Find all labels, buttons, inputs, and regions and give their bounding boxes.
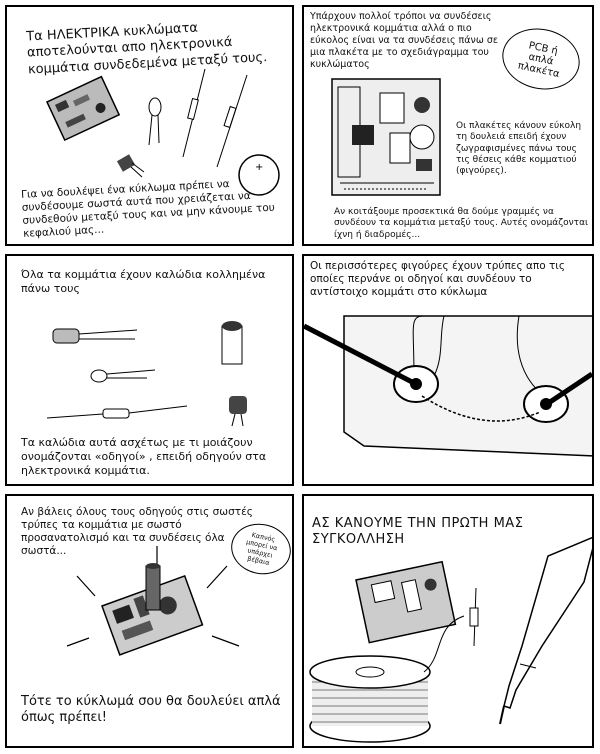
components-illustration: + — [46, 68, 280, 196]
panel-holes: Οι περισσότερες φιγούρες έχουν τρύπες απ… — [302, 254, 594, 486]
svg-text:+: + — [255, 162, 263, 173]
soldering-tools-illustration — [309, 536, 592, 743]
panel3-caption-top: Όλα τα κομμάτια έχουν καλώδια κολλημένα … — [21, 268, 266, 295]
panel5-caption-bottom: Τότε το κύκλωμά σου θα δουλεύει απλά όπω… — [21, 694, 281, 726]
panel-leads: Όλα τα κομμάτια έχουν καλώδια κολλημένα … — [5, 254, 294, 486]
panel2-caption-bottom: Αν κοιτάξουμε προσεκτικά θα δούμε γραμμέ… — [334, 207, 589, 240]
pcb-board-illustration — [331, 78, 441, 196]
panel-soldering: ΑΣ ΚΑΝΟΥΜΕ ΤΗΝ ΠΡΩΤΗ ΜΑΣ ΣΥΓΚΟΛΛΗΣΗ — [302, 494, 594, 748]
panel4-caption: Οι περισσότερες φιγούρες έχουν τρύπες απ… — [310, 260, 566, 299]
panel-pcb: Υπάρχουν πολλοί τρόποι να συνδέσεις ηλεκ… — [302, 5, 594, 246]
panel2-caption-top: Υπάρχουν πολλοί τρόποι να συνδέσεις ηλεκ… — [310, 11, 498, 70]
panel5-caption-top: Αν βάλεις όλους τους οδηγούς στις σωστές… — [21, 506, 253, 558]
assembled-board-illustration — [66, 546, 240, 656]
panel-assembled: Αν βάλεις όλους τους οδηγούς στις σωστές… — [5, 494, 294, 748]
panel-components-intro: Τα ΗΛΕΚΤΡΙΚΑ κυκλώματα αποτελούνται απο … — [5, 5, 294, 246]
panel6-caption: ΑΣ ΚΑΝΟΥΜΕ ΤΗΝ ΠΡΩΤΗ ΜΑΣ ΣΥΓΚΟΛΛΗΣΗ — [312, 516, 524, 548]
panel3-caption-bottom: Τα καλώδια αυτά ασχέτως με τι μοιάζουν ο… — [21, 436, 267, 477]
pcb-holes-illustration — [304, 315, 592, 457]
leads-illustration — [46, 321, 247, 427]
panel2-caption-right: Οι πλακέτες κάνουν εύκολη τη δουλειά επε… — [456, 121, 582, 176]
